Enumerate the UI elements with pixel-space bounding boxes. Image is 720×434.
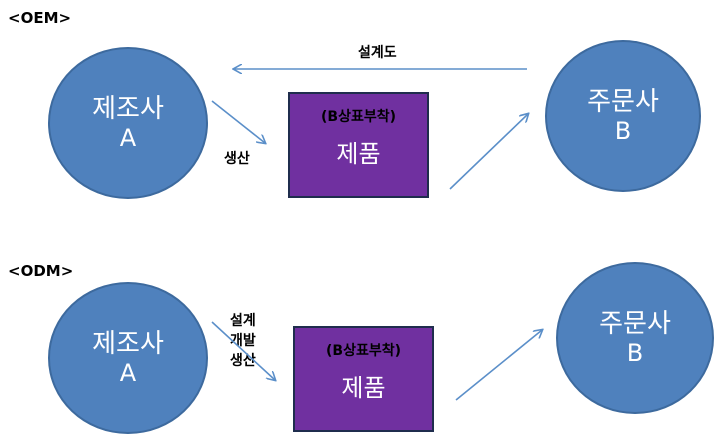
oem-product-name: 제품: [336, 140, 381, 168]
oem-product-brand-note: (B상표부착): [321, 109, 396, 125]
oem-manufacturer-node: 제조사 A: [48, 47, 208, 199]
odm-section-label: <ODM>: [8, 262, 74, 280]
oem-customer-name: 주문사: [587, 87, 659, 117]
oem-manufacturer-name: 제조사: [92, 94, 164, 124]
odm-edge-label-design: 설계: [230, 313, 256, 329]
odm-produce-arrow: [211, 321, 275, 380]
oem-section-label: <OEM>: [8, 9, 72, 27]
odm-manufacturer-name: 제조사: [92, 329, 164, 359]
oem-edge-produce-label: 생산: [224, 151, 250, 167]
oem-customer-letter: B: [614, 117, 632, 145]
odm-customer-node: 주문사 B: [556, 262, 714, 414]
oem-produce-arrow: [211, 100, 265, 143]
oem-deliver-arrow: [449, 114, 528, 190]
odm-product-name: 제품: [341, 374, 386, 402]
odm-product-box: (B상표부착) 제품: [293, 326, 434, 432]
odm-manufacturer-node: 제조사 A: [48, 282, 208, 434]
odm-customer-letter: B: [626, 339, 644, 367]
oem-edge-design-label: 설계도: [358, 45, 397, 61]
odm-customer-name: 주문사: [599, 309, 671, 339]
odm-product-brand-note: (B상표부착): [326, 343, 401, 359]
odm-deliver-arrow: [455, 330, 542, 401]
odm-manufacturer-letter: A: [119, 359, 137, 387]
oem-manufacturer-letter: A: [119, 124, 137, 152]
oem-customer-node: 주문사 B: [545, 40, 701, 192]
oem-product-box: (B상표부착) 제품: [288, 92, 429, 198]
